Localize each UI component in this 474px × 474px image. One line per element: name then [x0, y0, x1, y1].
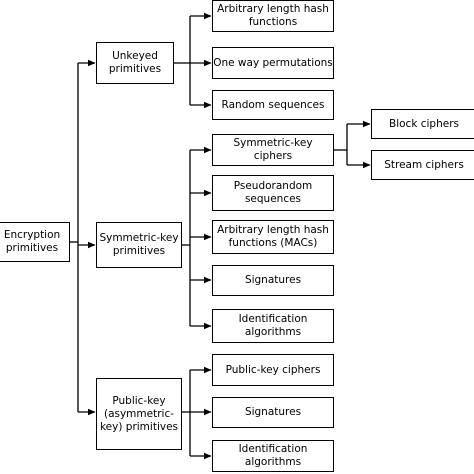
- category-box-symmetric: Symmetric-key primitives: [96, 222, 182, 268]
- leaf-label: Public-key ciphers: [225, 363, 321, 376]
- leaf-box-identification: Identification algorithms: [212, 309, 334, 343]
- leaf-label: Signatures: [244, 274, 302, 286]
- leaf-label: Random sequences: [221, 98, 325, 111]
- leaf-box-signatures: Signatures: [212, 265, 334, 296]
- leaf-box-hash-macs: Arbitrary length hash functions (MACs): [212, 220, 334, 254]
- leaf-box-public-key-ciphers: Public-key ciphers: [212, 354, 334, 386]
- leaf-label: Pseudorandom sequences: [233, 180, 313, 205]
- leaf-box-one-way-permutations: One way permutations: [212, 47, 334, 79]
- leaf-box-pseudorandom: Pseudorandom sequences: [212, 175, 334, 211]
- category-label: Public-key (asymmetric- key) primitives: [99, 394, 179, 433]
- leaf-label: Arbitrary length hash functions (MACs): [217, 224, 329, 249]
- leaf-label: Identification algorithms: [238, 443, 308, 468]
- leaf-box-public-signatures: Signatures: [212, 397, 334, 428]
- leaf-label: Arbitrary length hash functions: [217, 3, 329, 28]
- root-box: Encryption primitives: [0, 222, 70, 262]
- leaf-box-block-ciphers: Block ciphers: [371, 109, 474, 139]
- leaf-box-public-identification: Identification algorithms: [212, 440, 334, 472]
- leaf-label: Signatures: [244, 406, 302, 418]
- leaf-box-stream-ciphers: Stream ciphers: [371, 150, 474, 180]
- leaf-label: Block ciphers: [389, 117, 459, 130]
- leaf-box-symmetric-ciphers: Symmetric-key ciphers: [212, 134, 334, 166]
- leaf-box-hash: Arbitrary length hash functions: [212, 0, 334, 32]
- category-label: Unkeyed primitives: [108, 50, 162, 75]
- leaf-label: One way permutations: [213, 56, 333, 69]
- root-label: Encryption primitives: [3, 229, 61, 254]
- leaf-label: Stream ciphers: [384, 158, 464, 171]
- category-box-unkeyed: Unkeyed primitives: [96, 42, 174, 84]
- category-label: Symmetric-key primitives: [99, 232, 179, 257]
- category-box-public-key: Public-key (asymmetric- key) primitives: [96, 378, 182, 450]
- leaf-label: Symmetric-key ciphers: [233, 137, 313, 162]
- leaf-label: Identification algorithms: [238, 313, 308, 338]
- leaf-box-random-sequences: Random sequences: [212, 90, 334, 120]
